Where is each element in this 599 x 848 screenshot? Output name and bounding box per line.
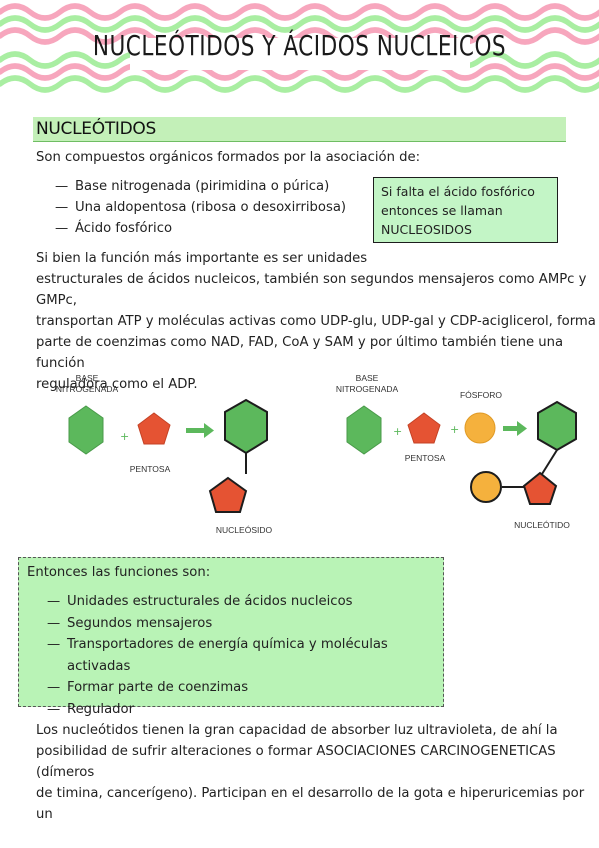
note-line: NUCLEOSIDOS [381, 222, 472, 237]
functions-box: Entonces las funciones son: Unidades est… [18, 557, 444, 720]
label-nitrogenada: NITROGENADA [56, 384, 119, 394]
note-line: entonces se llaman [381, 203, 503, 218]
phosphate-circle-icon [470, 471, 502, 503]
body-paragraph: Si bien la función más importante es ser… [36, 248, 599, 395]
section-heading: NUCLEÓTIDOS [33, 117, 566, 142]
list-item: Transportadores de energía química y mol… [47, 634, 443, 677]
label-fosforo: FÓSFORO [460, 390, 502, 400]
body-line: estructurales de ácidos nucleicos, tambi… [36, 272, 587, 308]
functions-intro: Entonces las funciones son: [27, 565, 211, 580]
pentagon-pentosa-icon [137, 412, 171, 445]
hexagon-base-icon [224, 398, 268, 455]
pentagon-pentosa-icon [522, 471, 558, 505]
body-line: Si bien la función más importante es ser… [36, 251, 368, 266]
wavy-header-decoration [0, 3, 599, 93]
functions-list: Unidades estructurales de ácidos nucleic… [47, 591, 443, 720]
section-heading-text: NUCLEÓTIDOS [36, 119, 156, 139]
pentagon-pentosa-icon [208, 476, 248, 513]
body-line: transportan ATP y moléculas activas como… [36, 314, 596, 329]
wave-green-1 [0, 15, 599, 33]
plus-sign: + [393, 425, 402, 438]
phosphate-circle-icon [464, 412, 496, 444]
arrow-icon [186, 423, 214, 438]
bond-line [541, 449, 558, 475]
nucleotide-diagram: BASE NITROGENADA + PENTOSA NUCLEÓSIDO BA… [56, 373, 577, 535]
hexagon-base-icon [346, 405, 382, 455]
label-base: BASE [356, 373, 379, 383]
components-list: Base nitrogenada (pirimidina o púrica) U… [55, 176, 346, 239]
closing-line: posibilidad de sufrir alteraciones o for… [36, 744, 556, 780]
wave-pink-3 [0, 63, 599, 81]
page-title: NUCLEÓTIDOS Y ÁCIDOS NUCLEICOS [92, 29, 507, 63]
nucleosido-note-box: Si falta el ácido fosfórico entonces se … [373, 177, 558, 243]
closing-line: de timina, cancerígeno). Participan en e… [36, 786, 585, 822]
body-line: parte de coenzimas como NAD, FAD, CoA y … [36, 335, 564, 371]
hexagon-base-icon [68, 405, 104, 455]
plus-sign: + [450, 423, 459, 436]
list-item: Base nitrogenada (pirimidina o púrica) [55, 176, 346, 197]
label-nucleotido: NUCLEÓTIDO [514, 520, 570, 530]
label-pentosa: PENTOSA [405, 453, 446, 463]
arrow-icon [503, 421, 527, 436]
pentagon-pentosa-icon [407, 412, 441, 444]
list-item: Unidades estructurales de ácidos nucleic… [47, 591, 443, 613]
wave-pink-1 [0, 3, 599, 21]
list-item: Formar parte de coenzimas [47, 677, 443, 699]
list-item: Ácido fosfórico [55, 218, 346, 239]
label-nitrogenada: NITROGENADA [336, 384, 399, 394]
closing-line: Los nucleótidos tienen la gran capacidad… [36, 723, 558, 738]
wave-pink-2 [0, 27, 599, 45]
label-pentosa: PENTOSA [130, 464, 171, 474]
hexagon-base-icon [537, 400, 577, 452]
list-item: Segundos mensajeros [47, 613, 443, 635]
body-line: reguladora como el ADP. [36, 377, 198, 392]
wave-green-3 [0, 75, 599, 93]
plus-sign: + [120, 430, 129, 443]
closing-paragraph: Los nucleótidos tienen la gran capacidad… [36, 720, 599, 825]
label-nucleosido: NUCLEÓSIDO [216, 525, 273, 535]
intro-text: Son compuestos orgánicos formados por la… [36, 150, 421, 165]
list-item: Regulador [47, 699, 443, 721]
note-line: Si falta el ácido fosfórico [381, 184, 535, 199]
list-item: Una aldopentosa (ribosa o desoxirribosa) [55, 197, 346, 218]
label-base: BASE [76, 373, 99, 383]
